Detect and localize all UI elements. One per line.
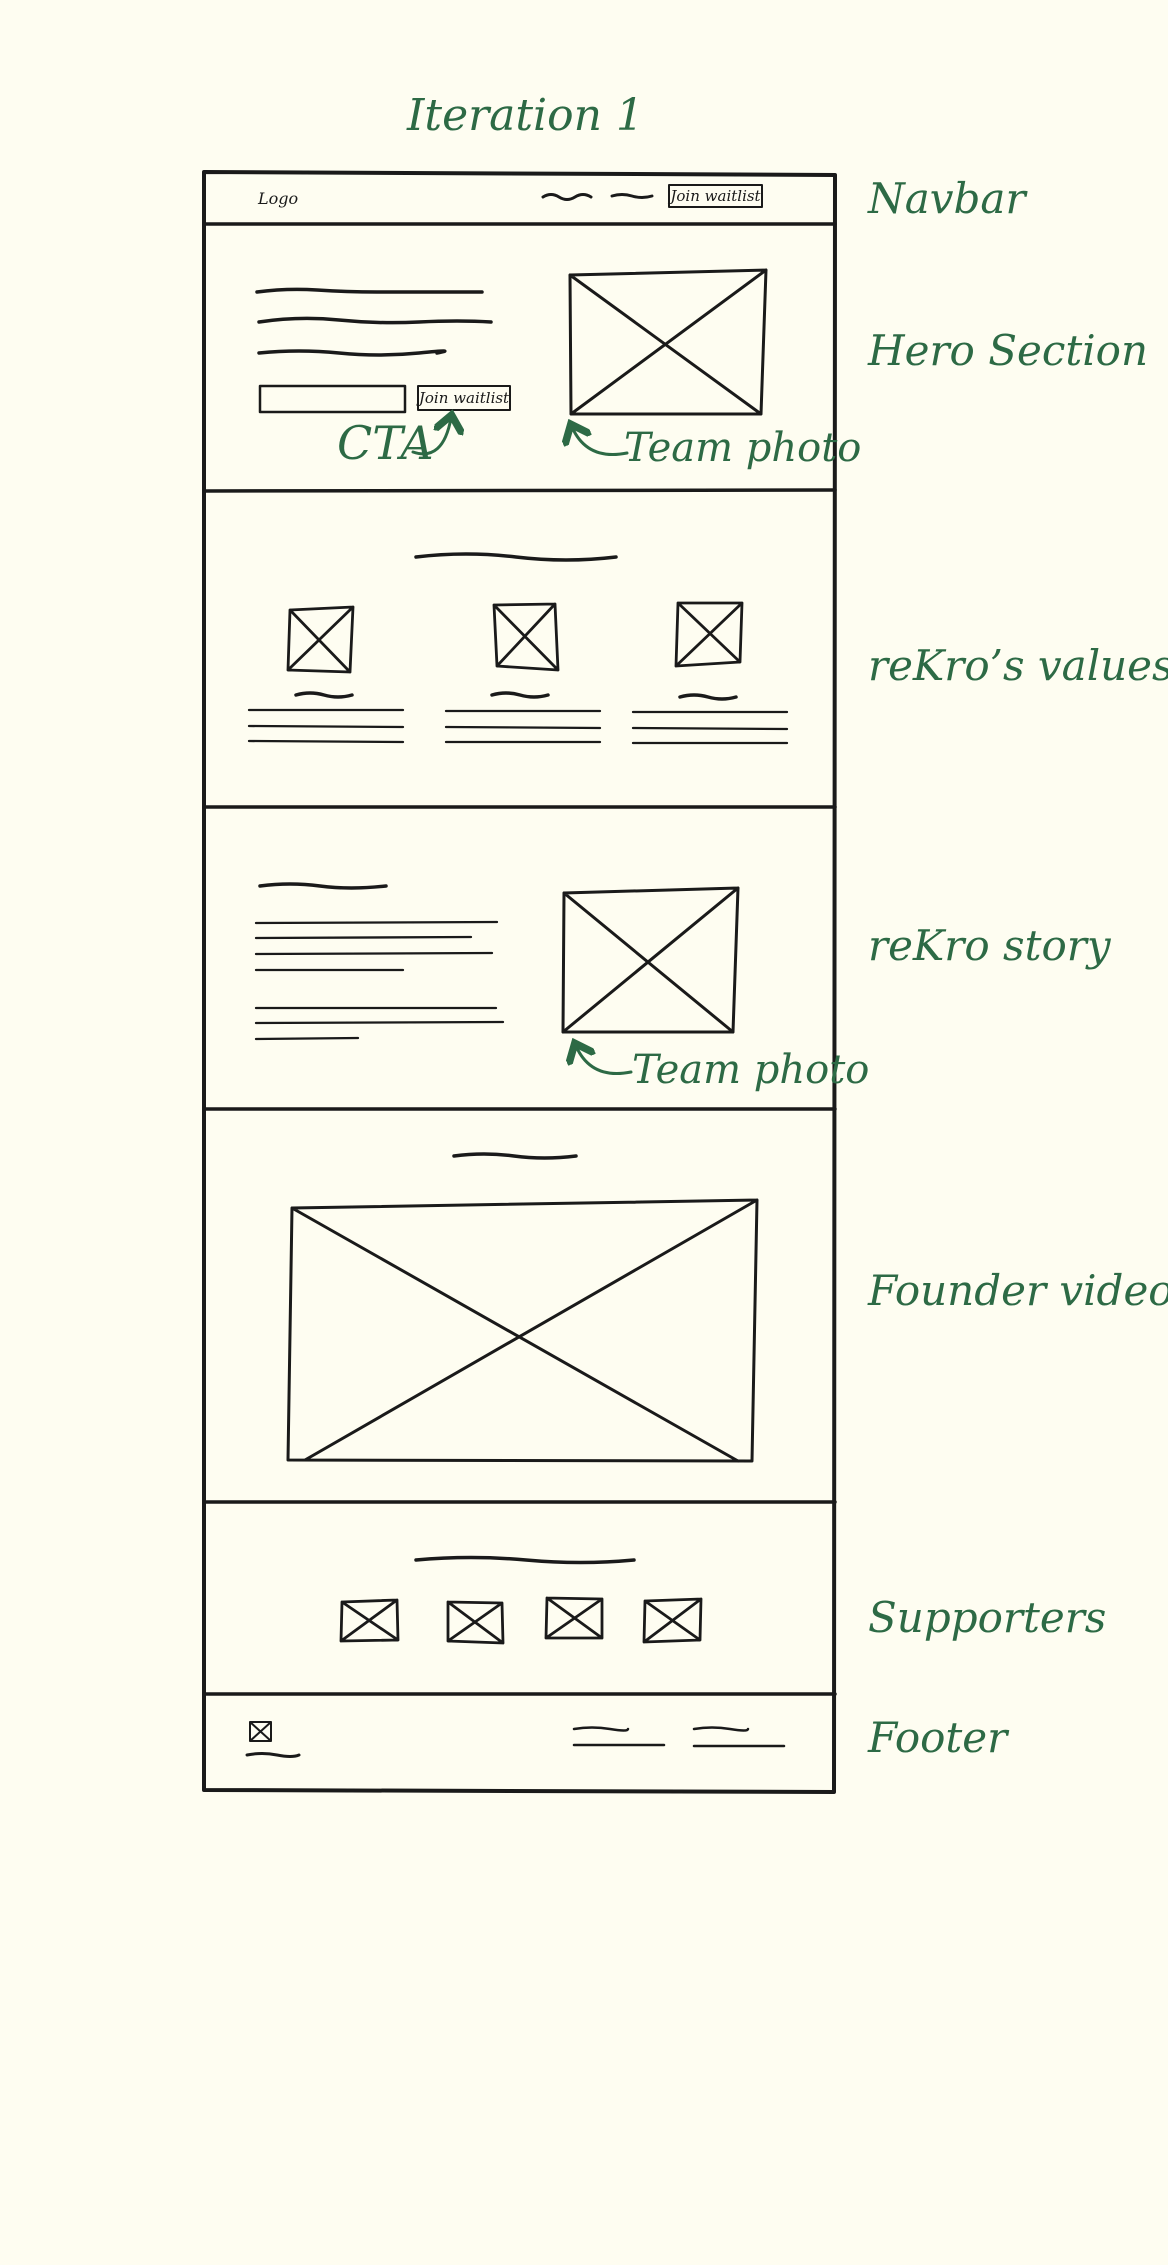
hero-heading-line-2 bbox=[257, 316, 493, 325]
supporter-logo-2 bbox=[446, 1600, 505, 1645]
footer-links-2 bbox=[692, 1726, 786, 1748]
value-3-text bbox=[631, 710, 789, 745]
value-2-image bbox=[492, 602, 560, 672]
footer-logo bbox=[249, 1721, 272, 1742]
supporter-logo-1 bbox=[339, 1598, 400, 1643]
supporter-logo-4 bbox=[642, 1597, 703, 1644]
values-heading-line bbox=[414, 552, 618, 562]
nav-link-1 bbox=[541, 193, 593, 201]
navbar-join-waitlist-button[interactable]: Join waitlist bbox=[670, 186, 761, 205]
navbar-logo: Logo bbox=[258, 189, 299, 208]
story-photo-arrow bbox=[576, 1046, 633, 1075]
story-photo-annotation: Team photo bbox=[632, 1047, 870, 1093]
label-supporters: Supporters bbox=[868, 1593, 1107, 1642]
label-hero-section: Hero Section bbox=[868, 326, 1148, 375]
story-photo-placeholder bbox=[561, 886, 740, 1034]
hero-join-waitlist-button[interactable]: Join waitlist bbox=[418, 388, 510, 407]
value-3-image bbox=[674, 601, 744, 668]
value-1-image bbox=[286, 605, 355, 674]
cta-arrow bbox=[411, 418, 451, 456]
hero-photo-arrow bbox=[572, 427, 629, 456]
story-paragraph-2 bbox=[254, 1006, 505, 1041]
value-3-title bbox=[678, 693, 738, 701]
cta-annotation: CTA bbox=[337, 416, 434, 470]
value-1-text bbox=[247, 708, 405, 744]
nav-cta-box bbox=[668, 184, 763, 208]
divider-hero bbox=[202, 488, 837, 493]
video-heading-line bbox=[452, 1152, 578, 1160]
supporters-heading-line bbox=[414, 1555, 636, 1565]
label-footer: Footer bbox=[868, 1713, 1008, 1762]
label-founder-video: Founder video bbox=[868, 1266, 1168, 1315]
video-placeholder bbox=[286, 1198, 759, 1463]
value-1-title bbox=[294, 691, 354, 699]
hero-photo-annotation: Team photo bbox=[624, 425, 862, 471]
page-title: Iteration 1 bbox=[407, 90, 644, 141]
story-paragraph-1 bbox=[254, 920, 499, 972]
hero-heading-line-1 bbox=[255, 287, 484, 294]
hero-email-input bbox=[258, 384, 407, 414]
value-2-title bbox=[490, 691, 550, 699]
supporter-logo-3 bbox=[544, 1596, 604, 1640]
footer-links-1 bbox=[572, 1726, 666, 1747]
label-story: reKro story bbox=[868, 921, 1111, 970]
story-heading-line bbox=[258, 882, 388, 890]
label-navbar: Navbar bbox=[868, 174, 1026, 223]
hero-heading-line-3 bbox=[257, 349, 447, 357]
hero-photo-placeholder bbox=[568, 268, 768, 416]
value-2-text bbox=[444, 709, 602, 744]
label-values: reKro’s values bbox=[868, 641, 1168, 690]
nav-link-2 bbox=[610, 193, 654, 199]
footer-logo-underline bbox=[245, 1752, 301, 1758]
page-frame bbox=[202, 170, 837, 1794]
